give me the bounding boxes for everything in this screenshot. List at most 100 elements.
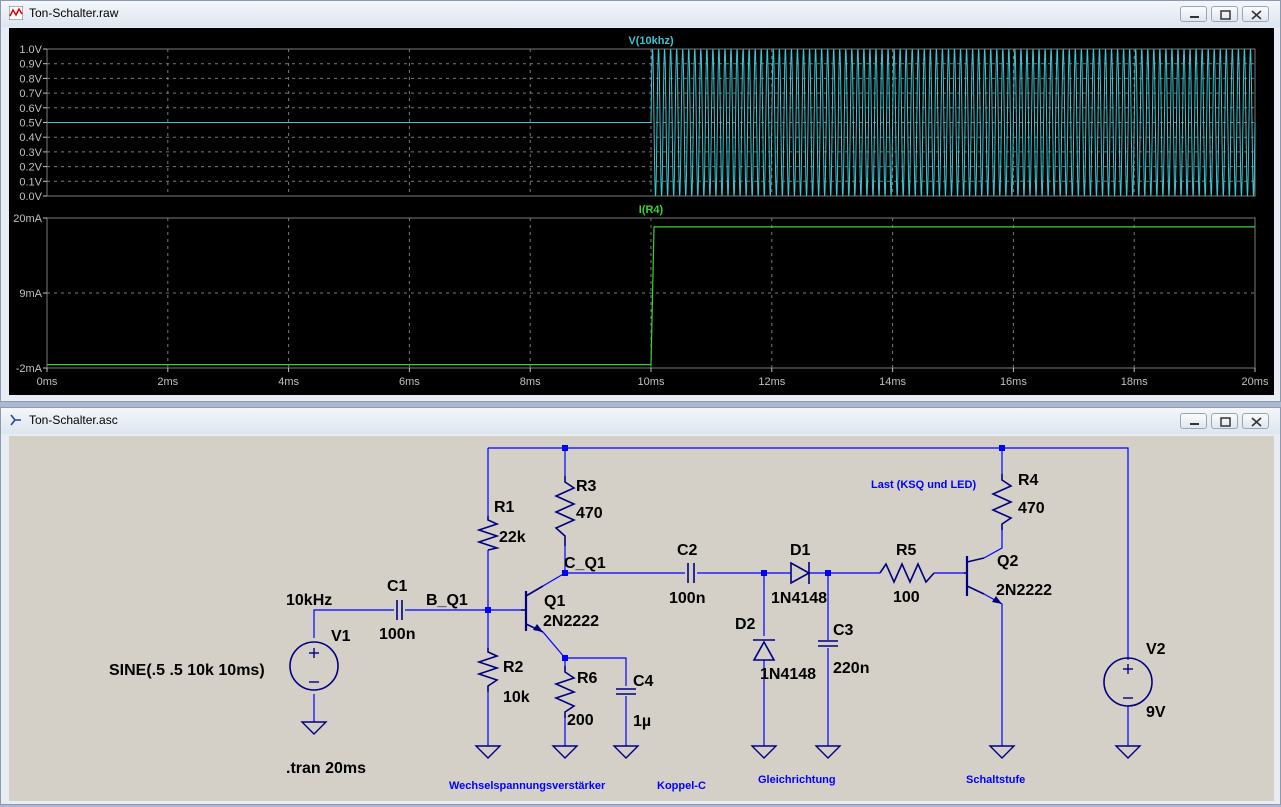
b-q1-netlabel: B_Q1 <box>426 592 468 609</box>
component-labels: V1 10kHz SINE(.5 .5 10k 10ms) C1 100n B_… <box>109 472 1166 777</box>
ground-icon <box>1114 745 1142 759</box>
components <box>289 474 1153 718</box>
c3-value: 220n <box>833 660 869 677</box>
ground-icon <box>988 745 1016 759</box>
d1-label: D1 <box>790 542 811 559</box>
ground-icon <box>612 745 640 759</box>
q2-value: 2N2222 <box>996 582 1052 599</box>
close-button[interactable] <box>1242 413 1269 429</box>
x-tick-label: 12ms <box>758 376 785 388</box>
note-schaltstufe: Schaltstufe <box>966 774 1025 786</box>
d2-value: 1N4148 <box>760 666 816 683</box>
minimize-icon <box>1190 16 1199 18</box>
y-tick-label: 0.7V <box>19 88 42 100</box>
y-tick-label: 0.3V <box>19 147 42 159</box>
x-tick-label: 8ms <box>520 376 541 388</box>
y-tick-label: 9mA <box>19 288 42 300</box>
x-tick-label: 18ms <box>1121 376 1148 388</box>
note-koppel: Koppel-C <box>657 780 706 792</box>
c1-label: C1 <box>387 578 408 595</box>
r5-value: 100 <box>893 589 920 606</box>
waveform-titlebar[interactable]: Ton-Schalter.raw <box>1 1 1280 27</box>
arrowheads <box>533 596 1002 632</box>
note-gleichrichtung: Gleichrichtung <box>758 774 836 786</box>
x-tick-label: 0ms <box>37 376 58 388</box>
resistor-r5 <box>879 562 935 584</box>
ground-icon <box>300 721 328 735</box>
wires <box>313 447 1129 746</box>
resistor-r1 <box>476 516 500 551</box>
grounds <box>300 721 1142 759</box>
c2-label: C2 <box>677 542 698 559</box>
y-tick-label: 0.9V <box>19 59 42 71</box>
x-tick-label: 20ms <box>1242 376 1269 388</box>
v1-source-label: SINE(.5 .5 10k 10ms) <box>109 662 265 679</box>
window-title: Ton-Schalter.raw <box>29 6 119 20</box>
c4-value: 1µ <box>633 713 651 730</box>
r1-value: 22k <box>499 529 526 546</box>
trace-label: I(R4) <box>639 204 664 216</box>
x-tick-label: 2ms <box>157 376 178 388</box>
schematic-drawing[interactable]: V1 10kHz SINE(.5 .5 10k 10ms) C1 100n B_… <box>9 436 1274 801</box>
c4-label: C4 <box>633 673 654 690</box>
ground-icon <box>750 745 778 759</box>
c3-label: C3 <box>833 622 854 639</box>
trace-ir4 <box>47 226 1255 366</box>
x-tick-label: 4ms <box>278 376 299 388</box>
r3-label: R3 <box>576 478 597 495</box>
close-button[interactable] <box>1242 6 1269 22</box>
r2-value: 10k <box>503 689 530 706</box>
maximize-button[interactable] <box>1211 6 1238 22</box>
c-q1-netlabel: C_Q1 <box>564 555 606 572</box>
d2-label: D2 <box>735 616 756 633</box>
schematic-canvas[interactable]: V1 10kHz SINE(.5 .5 10k 10ms) C1 100n B_… <box>9 436 1274 801</box>
y-tick-label: 20mA <box>13 213 42 225</box>
source-signs <box>309 648 1133 699</box>
note-last: Last (KSQ und LED) <box>871 479 976 491</box>
ground-icon <box>551 745 579 759</box>
close-icon <box>1251 417 1262 427</box>
minimize-button[interactable] <box>1180 6 1207 22</box>
y-tick-label: 0.4V <box>19 132 42 144</box>
note-amplifier: Wechselspannungsverstärker <box>449 780 606 792</box>
waveform-plot[interactable]: 1.0V0.9V0.8V0.7V0.6V0.5V0.4V0.3V0.2V0.1V… <box>9 28 1274 395</box>
maximize-icon <box>1220 417 1231 427</box>
trace-label: V(10khz) <box>628 35 674 47</box>
ground-icon <box>474 745 502 759</box>
comment-notes: Last (KSQ und LED) Wechselspannungsverst… <box>449 479 1025 792</box>
schematic-window: Ton-Schalter.asc <box>0 407 1281 805</box>
q1-label: Q1 <box>544 593 565 610</box>
r5-label: R5 <box>896 542 917 559</box>
resistor-r3 <box>554 476 576 546</box>
v2-label: V2 <box>1146 641 1166 658</box>
resistor-r2 <box>476 648 500 692</box>
c1-value: 100n <box>379 626 415 643</box>
y-tick-label: 0.5V <box>19 118 42 130</box>
x-tick-label: 10ms <box>638 376 665 388</box>
y-tick-label: 0.6V <box>19 103 42 115</box>
y-tick-label: 0.0V <box>19 191 42 203</box>
r1-label: R1 <box>494 499 515 516</box>
r6-value: 200 <box>567 712 594 729</box>
v1-freq-label: 10kHz <box>286 592 332 609</box>
q1-value: 2N2222 <box>543 613 599 630</box>
r6-label: R6 <box>577 670 598 687</box>
junctions <box>485 445 1005 661</box>
schematic-titlebar[interactable]: Ton-Schalter.asc <box>1 408 1280 434</box>
resistor-r4 <box>991 474 1013 530</box>
maximize-button[interactable] <box>1211 413 1238 429</box>
window-title: Ton-Schalter.asc <box>29 413 118 427</box>
x-tick-label: 14ms <box>879 376 906 388</box>
y-tick-label: 0.2V <box>19 162 42 174</box>
x-tick-label: 16ms <box>1000 376 1027 388</box>
trace-v10khz <box>47 48 1256 197</box>
ground-icon <box>814 745 842 759</box>
x-tick-label: 6ms <box>399 376 420 388</box>
c2-value: 100n <box>669 590 705 607</box>
close-icon <box>1251 10 1262 20</box>
r4-label: R4 <box>1018 472 1039 489</box>
resistor-r6 <box>553 666 577 718</box>
r4-value: 470 <box>1018 500 1045 517</box>
minimize-button[interactable] <box>1180 413 1207 429</box>
